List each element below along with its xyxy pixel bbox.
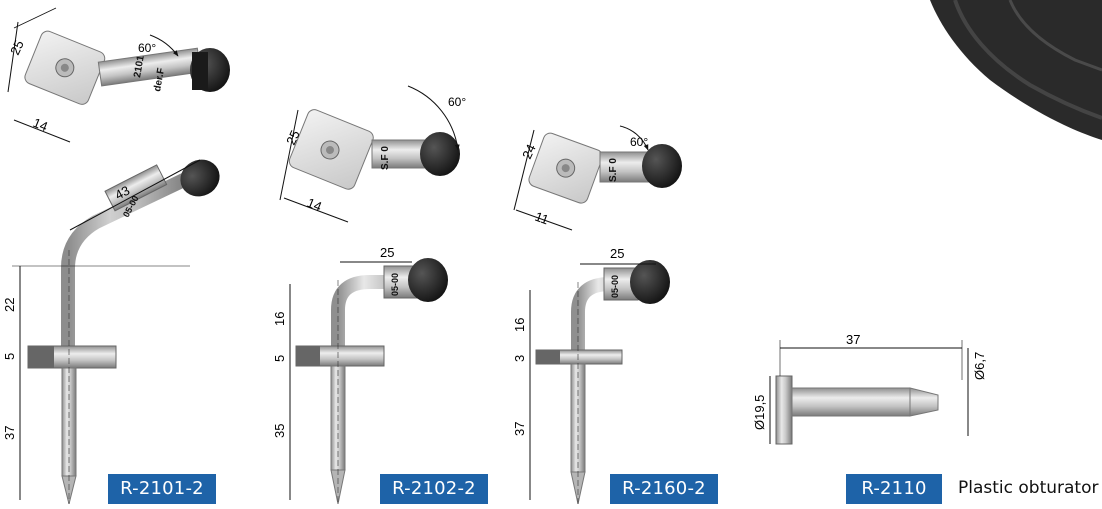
dim-text: 16 bbox=[512, 318, 527, 332]
tire-image bbox=[930, 0, 1102, 140]
dim-text: 35 bbox=[272, 424, 287, 438]
stem-marking: 05-00 bbox=[610, 275, 620, 298]
r2102-top-view: S.F 0 25 14 60° bbox=[279, 85, 466, 223]
plate-marking: der.F bbox=[152, 67, 167, 92]
r2102-side-view: 05-00 25 16 5 35 bbox=[272, 245, 448, 505]
dim-text: 37 bbox=[512, 422, 527, 436]
cap-marking: S.F 0 bbox=[380, 146, 391, 170]
dim-text: 11 bbox=[533, 209, 551, 228]
r2101-top-view: 2101 der.F 25 14 60° bbox=[7, 7, 230, 143]
dim-text: 16 bbox=[272, 312, 287, 326]
product-code-label: R-2101-2 bbox=[108, 474, 216, 504]
dim-text: 37 bbox=[846, 332, 860, 347]
dim-text: 25 bbox=[7, 38, 27, 57]
dim-text: 5 bbox=[272, 355, 287, 362]
product-code-label: R-2102-2 bbox=[380, 474, 488, 504]
plate-marking: 2101 bbox=[132, 54, 147, 78]
angle-text: 60° bbox=[138, 41, 156, 55]
angle-text: 60° bbox=[630, 135, 648, 149]
angle-text: 60° bbox=[448, 95, 466, 109]
obturator-caption: Plastic obturator bbox=[958, 478, 1099, 498]
r2160-top-view: S.F 0 24 11 60° bbox=[513, 125, 682, 231]
r2160-side-view: 05-00 25 16 3 37 bbox=[512, 246, 670, 505]
r2110-obturator-view: 37 Ø6,7 Ø19,5 bbox=[752, 332, 987, 445]
dim-text: Ø19,5 bbox=[752, 395, 767, 430]
dim-text: 37 bbox=[2, 426, 17, 440]
cap-marking: S.F 0 bbox=[608, 158, 619, 182]
dim-text: 3 bbox=[512, 355, 527, 362]
r2101-side-view: 05-00 22 5 37 43 bbox=[2, 159, 220, 505]
dim-text: 5 bbox=[2, 353, 17, 360]
stem-marking: 05-00 bbox=[390, 273, 400, 296]
dim-text: 22 bbox=[2, 298, 17, 312]
dim-text: 25 bbox=[610, 246, 624, 261]
dim-text: 14 bbox=[31, 115, 50, 134]
product-code-label: R-2160-2 bbox=[610, 474, 718, 504]
dim-text: 25 bbox=[283, 128, 303, 147]
dim-text: Ø6,7 bbox=[972, 352, 987, 380]
dim-text: 24 bbox=[519, 142, 539, 161]
product-code-label: R-2110 bbox=[846, 474, 942, 504]
dim-text: 43 bbox=[112, 183, 132, 203]
dim-text: 14 bbox=[305, 195, 324, 214]
dim-text: 25 bbox=[380, 245, 394, 260]
